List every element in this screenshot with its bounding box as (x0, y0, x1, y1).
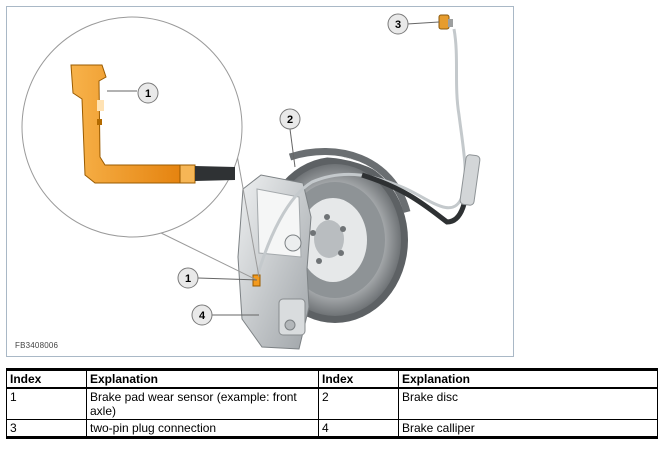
pad-wear-sensor-small (252, 274, 261, 287)
callout-1: 1 (177, 267, 199, 289)
svg-text:1: 1 (145, 88, 151, 100)
magnifier-circle (21, 16, 243, 238)
hose-fitting (459, 154, 481, 206)
callout-2: 2 (279, 108, 301, 130)
callout-1-magnified: 1 (137, 82, 159, 104)
two-pin-plug-connection (438, 14, 453, 30)
header-index: Index (318, 369, 399, 389)
dust-shield (288, 148, 411, 213)
legend-header-row: Index Explanation Index Explanation (6, 369, 658, 389)
leader-line-3 (406, 21, 440, 25)
magnifier-line (156, 230, 256, 280)
table-row: 3 two-pin plug connection 4 Brake callip… (6, 419, 658, 438)
callout-4: 4 (191, 304, 213, 326)
legend-table: Index Explanation Index Explanation 1 Br… (6, 368, 658, 439)
pad-wear-sensor-magnified (70, 64, 235, 184)
explanation-cell: two-pin plug connection (86, 419, 319, 438)
header-explanation: Explanation (398, 369, 658, 389)
header-explanation: Explanation (86, 369, 319, 389)
leader-line-1 (197, 277, 258, 281)
table-row: 1 Brake pad wear sensor (example: front … (6, 387, 658, 420)
explanation-cell: Brake disc (398, 387, 658, 420)
index-cell: 1 (6, 387, 87, 420)
leader-line-2 (289, 128, 296, 168)
index-cell: 2 (318, 387, 399, 420)
index-cell: 4 (318, 419, 399, 438)
explanation-cell: Brake calliper (398, 419, 658, 438)
figure-code: FB3408006 (15, 341, 59, 350)
svg-text:2: 2 (287, 114, 293, 126)
index-cell: 3 (6, 419, 87, 438)
explanation-cell: Brake pad wear sensor (example: front ax… (86, 387, 319, 420)
svg-text:3: 3 (395, 19, 401, 31)
brake-assembly-illustration: 1 1 2 3 4 (21, 13, 481, 350)
figure-frame: 1 1 2 3 4 FB3408006 (6, 6, 514, 357)
header-index: Index (6, 369, 87, 389)
sensor-cable (255, 28, 467, 278)
svg-text:4: 4 (199, 310, 206, 322)
callout-3: 3 (387, 13, 409, 35)
svg-text:1: 1 (185, 273, 191, 285)
brake-caliper (237, 174, 312, 350)
